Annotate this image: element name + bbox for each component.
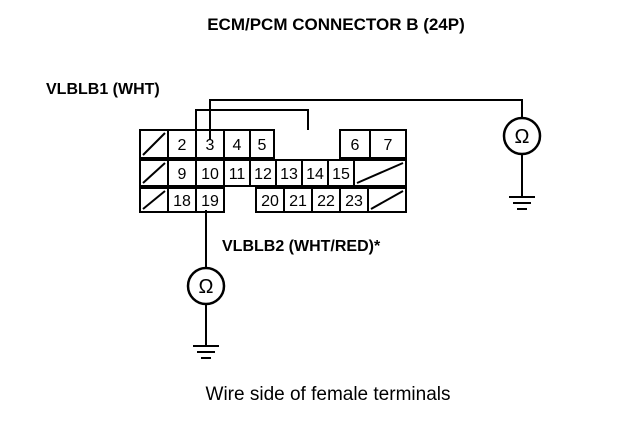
terminal-18-cavity <box>167 187 197 213</box>
wire-vlblb1 <box>209 99 523 140</box>
ohm-symbol-left: Ω <box>199 276 214 298</box>
terminal-5-cavity <box>249 129 275 159</box>
wire-label-vlblb2: VLBLB2 (WHT/RED)* <box>222 238 381 255</box>
ground-left-icon <box>193 345 219 359</box>
blank-cavity-r1-c1-slash <box>142 132 166 156</box>
terminal-14-cavity <box>301 159 329 187</box>
terminal-11-label: 11 <box>229 166 246 183</box>
terminal-2-label: 2 <box>178 137 187 154</box>
terminal-18-label: 18 <box>173 193 191 210</box>
terminal-12-label: 12 <box>254 166 272 183</box>
terminal-9-cavity <box>167 159 197 187</box>
terminal-15-label: 15 <box>332 166 350 183</box>
terminal-22-label: 22 <box>317 193 335 210</box>
blank-cavity-r2-c9-slash <box>356 162 404 184</box>
terminal-20-label: 20 <box>261 193 279 210</box>
terminal-11-cavity <box>223 159 251 187</box>
terminal-22-cavity <box>311 187 341 213</box>
terminal-7-cavity <box>369 129 407 159</box>
terminal-6-label: 6 <box>351 137 360 154</box>
terminal-4-cavity <box>223 129 251 159</box>
ohmmeter-right-icon: Ω <box>502 116 542 156</box>
terminal-19-cavity <box>195 187 225 213</box>
blank-cavity-r2-c1-slash <box>142 162 166 184</box>
terminal-5-label: 5 <box>258 137 267 154</box>
terminal-7-label: 7 <box>384 137 393 154</box>
terminal-15-cavity <box>327 159 355 187</box>
terminal-21-label: 21 <box>289 193 307 210</box>
terminal-23-label: 23 <box>345 193 363 210</box>
terminal-3-label: 3 <box>206 137 215 154</box>
wire-label-vlblb1: VLBLB1 (WHT) <box>46 81 160 98</box>
terminal-14-label: 14 <box>306 166 324 183</box>
diagram-title: ECM/PCM CONNECTOR B (24P) <box>207 15 465 34</box>
terminal-9-label: 9 <box>178 166 187 183</box>
terminal-4-label: 4 <box>233 137 242 154</box>
blank-cavity-r3-c1-slash <box>142 190 166 210</box>
blank-cavity-r3-c9-slash <box>370 190 404 210</box>
connector-lock-tab <box>195 109 309 130</box>
terminal-10-label: 10 <box>201 166 219 183</box>
terminal-13-cavity <box>275 159 303 187</box>
diagram-caption: Wire side of female terminals <box>206 384 451 405</box>
ground-right-icon <box>509 196 535 210</box>
terminal-19-label: 19 <box>201 193 219 210</box>
wiring <box>195 99 523 345</box>
ohmmeter-left-icon: Ω <box>186 266 226 306</box>
ohm-symbol-right: Ω <box>515 126 530 148</box>
terminal-20-cavity <box>255 187 285 213</box>
terminal-13-label: 13 <box>280 166 298 183</box>
